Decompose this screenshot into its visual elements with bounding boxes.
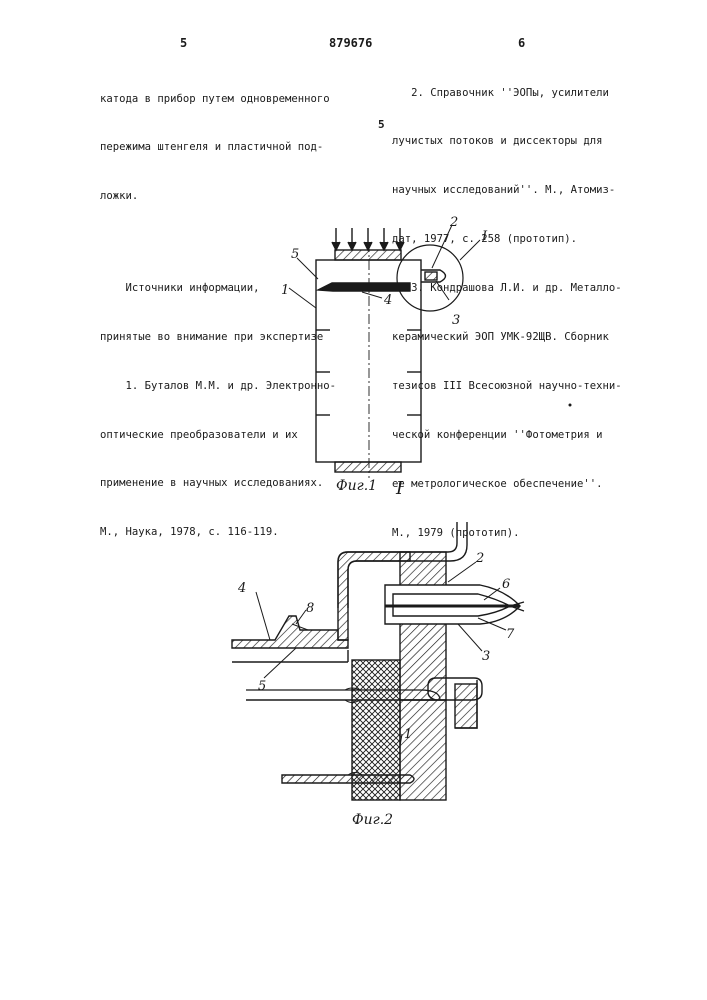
fig2-label-5: 5	[258, 679, 266, 694]
section-mark: I	[395, 478, 404, 499]
bottom-flange	[282, 775, 414, 783]
incident-arrows	[332, 228, 404, 250]
fig1-label-I: I	[481, 229, 488, 244]
fig1-caption: Фиг.1	[336, 478, 377, 494]
fig2-label-6: 6	[502, 577, 510, 592]
fig1-label-3: 3	[452, 313, 460, 328]
fig2-label-8: 8	[306, 601, 314, 616]
fig1-label-5: 5	[291, 247, 299, 262]
substrate	[232, 616, 348, 648]
figure-1	[289, 225, 480, 478]
fig2-label-2: 2	[475, 551, 484, 566]
fig2-label-4: 4	[237, 581, 246, 596]
input-window	[335, 250, 401, 260]
fig1-label-1: 1	[281, 283, 289, 298]
photocathode	[318, 283, 410, 291]
fig2-caption: Фиг.2	[352, 812, 393, 828]
scan-dot	[569, 404, 572, 407]
fig1-label-4: 4	[383, 293, 392, 308]
fig2-label-7: 7	[506, 627, 515, 642]
fig1-label-2: 2	[449, 215, 458, 230]
fig2-label-3: 3	[482, 649, 490, 664]
fig2-label-1: 1	[404, 727, 412, 742]
output-window	[335, 462, 401, 472]
